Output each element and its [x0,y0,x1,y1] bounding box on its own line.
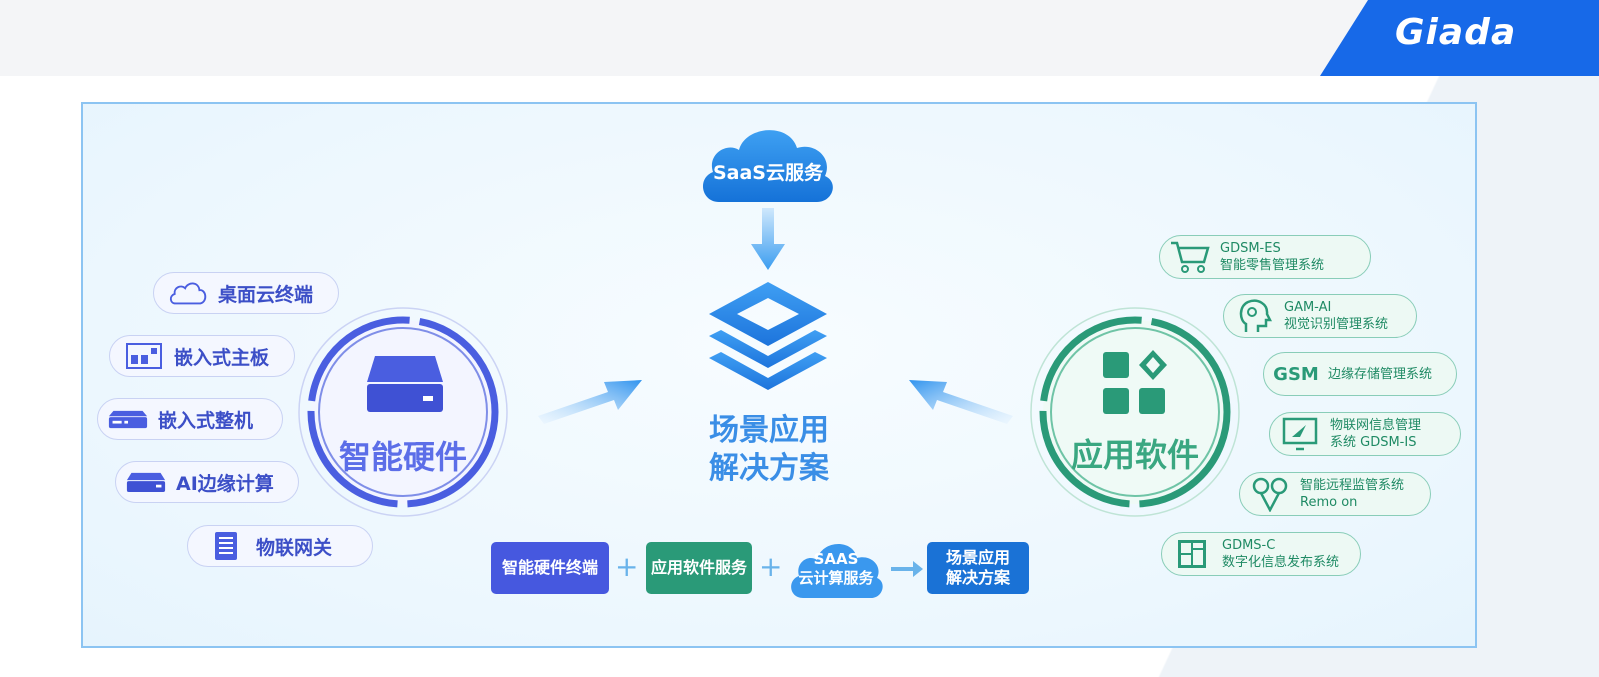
sw-item-gdms-c: GDMS-C 数字化信息发布系统 [1161,532,1361,576]
cloud-icon [168,278,208,308]
hw-item-embedded-device: 嵌入式整机 [97,398,283,440]
sw-item-line2: 数字化信息发布系统 [1222,555,1340,570]
brand-banner [1320,0,1599,76]
sw-item-line1: 边缘存储管理系统 [1328,366,1433,382]
hardware-box-icon [367,356,443,412]
formula-cloud-line2: 云计算服务 [798,569,874,587]
hardware-title: 智能硬件 [338,438,467,476]
formula-cloud-icon [791,543,883,598]
hw-item-embedded-motherboard: 嵌入式主板 [109,335,295,377]
layers-icon [709,282,827,390]
hw-item-label: 嵌入式整机 [158,409,254,432]
embedded-device-icon [108,404,148,434]
formula-result-line1: 场景应用 [945,548,1010,567]
plus-icon: + [615,550,639,583]
hw-item-label: AI边缘计算 [176,472,274,495]
edge-box-icon [126,467,166,497]
plus-icon: + [759,550,783,583]
hw-item-label: 嵌入式主板 [174,346,270,369]
formula-box-software-service: 应用软件服务 [646,542,752,594]
motherboard-icon [124,341,164,371]
sw-item-line1: GDSM-ES [1220,241,1281,256]
hw-item-label: 桌面云终端 [218,283,314,306]
hw-item-desktop-cloud-terminal: 桌面云终端 [153,272,339,314]
diagram-frame: SaaS云服务 场景应用 解决方案 [81,102,1477,648]
formula-box-hardware-terminal: 智能硬件终端 [491,542,609,594]
right-arrow-icon [909,380,1013,424]
saas-cloud-icon [702,130,833,202]
gateway-icon [206,531,246,561]
signage-grid-icon [1170,536,1214,572]
saas-cloud-label: SaaS云服务 [712,162,823,184]
sw-item-line2: 视觉识别管理系统 [1284,317,1389,332]
sw-item-line1: 智能远程监管系统 [1300,478,1405,493]
sw-item-remote-on: 智能远程监管系统 Remo on [1239,472,1431,516]
sw-item-line1: GAM-AI [1284,300,1332,315]
left-arrow-icon [538,380,642,424]
sw-item-line1: 物联网信息管理 [1330,418,1422,433]
sw-item-line2: 智能零售管理系统 [1220,258,1325,273]
formula-cloud-label: SAAS 云计算服务 [787,550,885,588]
hw-item-iot-gateway: 物联网关 [187,525,373,567]
software-title: 应用软件 [1070,436,1199,474]
monitor-icon [1278,416,1322,452]
sw-item-gdsm-is: 物联网信息管理系统 GDSM-IS [1269,412,1461,456]
hw-item-ai-edge-computing: AI边缘计算 [115,461,299,503]
hw-item-label: 物联网关 [256,536,333,559]
sw-item-line2: Remo on [1300,495,1358,510]
center-solution-title: 场景应用 解决方案 [689,412,849,488]
sw-item-gsm: GSM 边缘存储管理系统 [1263,352,1457,396]
sw-item-gam-ai: GAM-AI 视觉识别管理系统 [1223,294,1417,338]
gsm-text-icon: GSM [1273,363,1319,385]
down-arrow-icon [751,208,785,270]
remote-icon [1248,476,1292,512]
formula-cloud-line1: SAAS [813,550,859,568]
app-grid-icon [1103,350,1167,414]
brand-logo: Giada [1395,12,1517,53]
sw-item-line2: 系统 GDSM-IS [1330,435,1417,450]
software-ring [1030,307,1240,517]
sw-item-line1: GDMS-C [1222,538,1276,553]
center-title-line2: 解决方案 [709,451,829,486]
sw-item-gdsm-es: GDSM-ES 智能零售管理系统 [1159,235,1371,279]
formula-arrow-icon [891,561,923,577]
ai-head-icon [1232,298,1276,334]
formula-box-result: 场景应用 解决方案 [927,542,1029,594]
center-title-line1: 场景应用 [709,413,829,448]
formula-result-line2: 解决方案 [945,568,1010,587]
shopping-cart-icon [1168,239,1212,275]
